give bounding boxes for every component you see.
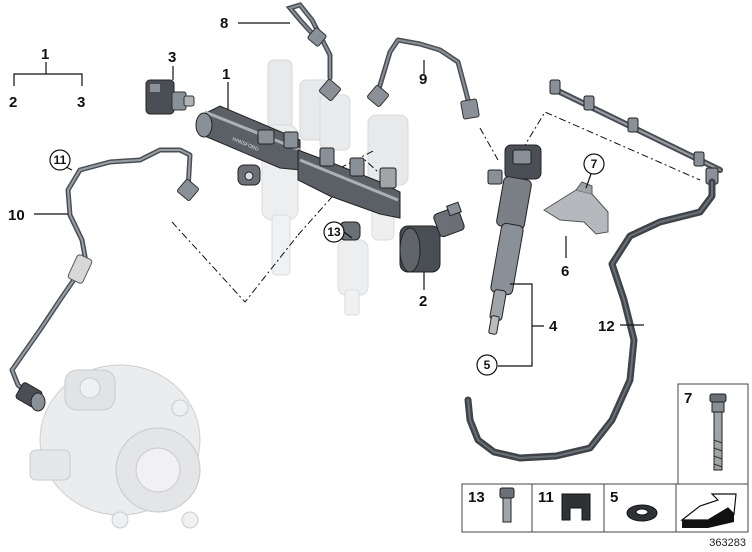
- pressure-line-9: [367, 37, 480, 120]
- callout-8: 8: [220, 15, 228, 32]
- svg-text:7: 7: [591, 157, 598, 171]
- leader-4-bracket: [498, 283, 544, 367]
- ghost-injector-lower: [337, 239, 369, 316]
- legend-panel-7: 7: [677, 383, 749, 485]
- callout-1-top: 1: [41, 46, 49, 63]
- svg-text:13: 13: [327, 225, 341, 239]
- callout-2-valve: 2: [419, 293, 427, 310]
- callout-10: 10: [8, 207, 25, 224]
- leader-13: [343, 231, 353, 239]
- circled-callout-13: 13: [323, 221, 345, 243]
- high-pressure-pump: [29, 364, 201, 529]
- callout-9: 9: [419, 71, 427, 88]
- seal-ring-icon: [626, 504, 658, 522]
- callout-6: 6: [561, 263, 569, 280]
- injector-clamp: [543, 181, 609, 235]
- arrow-symbol-icon: [680, 493, 737, 528]
- reference-number: 363283: [709, 537, 746, 549]
- return-hose: [464, 178, 716, 462]
- small-bolt-icon: [499, 487, 515, 523]
- callout-3-left: 3: [77, 94, 85, 111]
- callout-12: 12: [598, 318, 615, 335]
- assembly-line-rail-right: [297, 159, 379, 236]
- assembly-line-injector: [479, 127, 499, 161]
- ghost-injector-mid: [299, 79, 351, 151]
- hierarchy-bracket: [13, 62, 83, 86]
- legend-label-13: 13: [468, 489, 485, 506]
- legend-panel-arrow: [675, 483, 749, 533]
- grommet-icon: [561, 493, 591, 521]
- pressure-control-valve: [399, 201, 465, 273]
- callout-4: 4: [549, 318, 558, 335]
- fuel-injector: [487, 144, 542, 335]
- circled-callout-11: 11: [49, 149, 71, 171]
- leader-7: [585, 173, 592, 189]
- rail-pressure-sensor: [145, 79, 195, 115]
- svg-text:5: 5: [484, 358, 491, 372]
- legend-label-5: 5: [610, 489, 618, 506]
- pressure-line-10: [9, 147, 199, 412]
- legend-label-7: 7: [684, 390, 692, 407]
- legend-panel-11: 11: [531, 483, 605, 533]
- circled-callout-5: 5: [476, 354, 498, 376]
- legend-label-11: 11: [538, 489, 554, 506]
- legend-panel-13: 13: [461, 483, 533, 533]
- leak-off-rail: [549, 79, 723, 185]
- bolt-icon: [709, 393, 727, 471]
- legend-panel-5: 5: [603, 483, 677, 533]
- svg-text:11: 11: [54, 153, 67, 167]
- common-rail: HANSFORD: [195, 105, 401, 241]
- assembly-line-rail-left: [171, 221, 299, 303]
- callout-2-left: 2: [9, 94, 17, 111]
- pressure-line-8: [285, 2, 341, 101]
- circled-callout-7: 7: [583, 153, 605, 175]
- callout-3-sensor: 3: [168, 49, 176, 66]
- callout-1-rail: 1: [222, 66, 230, 83]
